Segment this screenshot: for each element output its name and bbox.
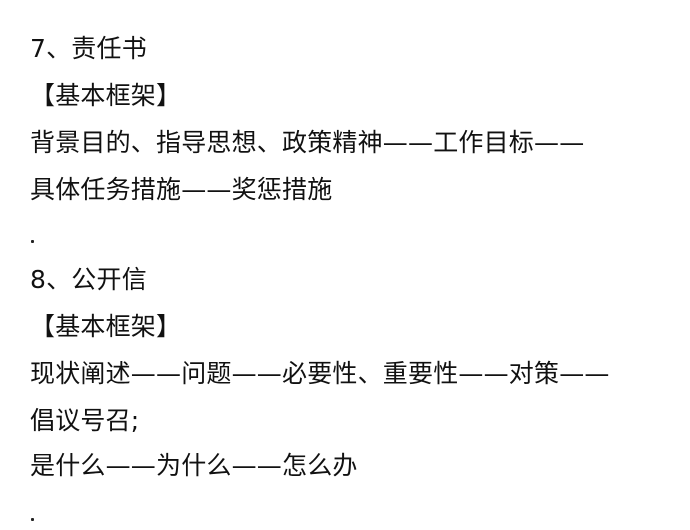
section-8-framework-line-2: 倡议号召; [30,406,140,435]
section-7-framework-label: 【基本框架】 [30,81,182,110]
section-8-framework-line-3: 是什么——为什么——怎么办 [30,451,358,480]
section-7-framework-line-1: 背景目的、指导思想、政策精神——工作目标—— [30,128,585,157]
section-8-framework-label: 【基本框架】 [30,312,182,341]
section-7-framework-line-2: 具体任务措施——奖惩措施 [30,175,333,204]
section-7-heading: 7、责任书 [30,34,147,63]
separator-dot [31,240,34,243]
section-8-heading: 8、公开信 [30,265,147,294]
separator-dot [31,518,34,521]
section-8-framework-line-1: 现状阐述——问题——必要性、重要性——对策—— [30,359,610,388]
